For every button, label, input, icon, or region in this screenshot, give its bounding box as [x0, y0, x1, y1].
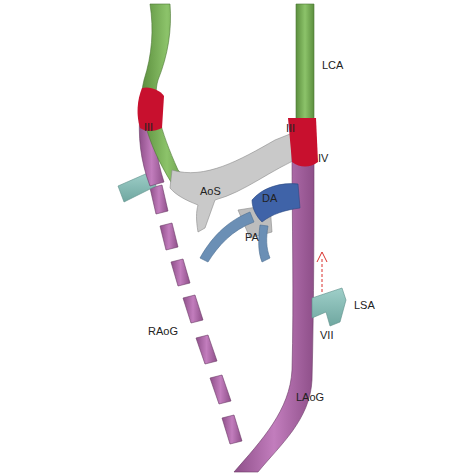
vessel-name: LCA: [322, 60, 343, 71]
arch-number: III: [144, 122, 153, 133]
vessel-name: DA: [262, 193, 277, 204]
vessel-name: AoS: [200, 186, 221, 197]
vessel-name: LSA: [354, 300, 375, 311]
arch-number: III: [286, 123, 295, 134]
vessel-name: RAoG: [148, 326, 178, 337]
arch-number: IV: [318, 153, 328, 164]
vessel-name: PA: [245, 232, 259, 243]
vessel-name: LAoG: [296, 392, 324, 403]
segment-number: VII: [320, 330, 333, 341]
